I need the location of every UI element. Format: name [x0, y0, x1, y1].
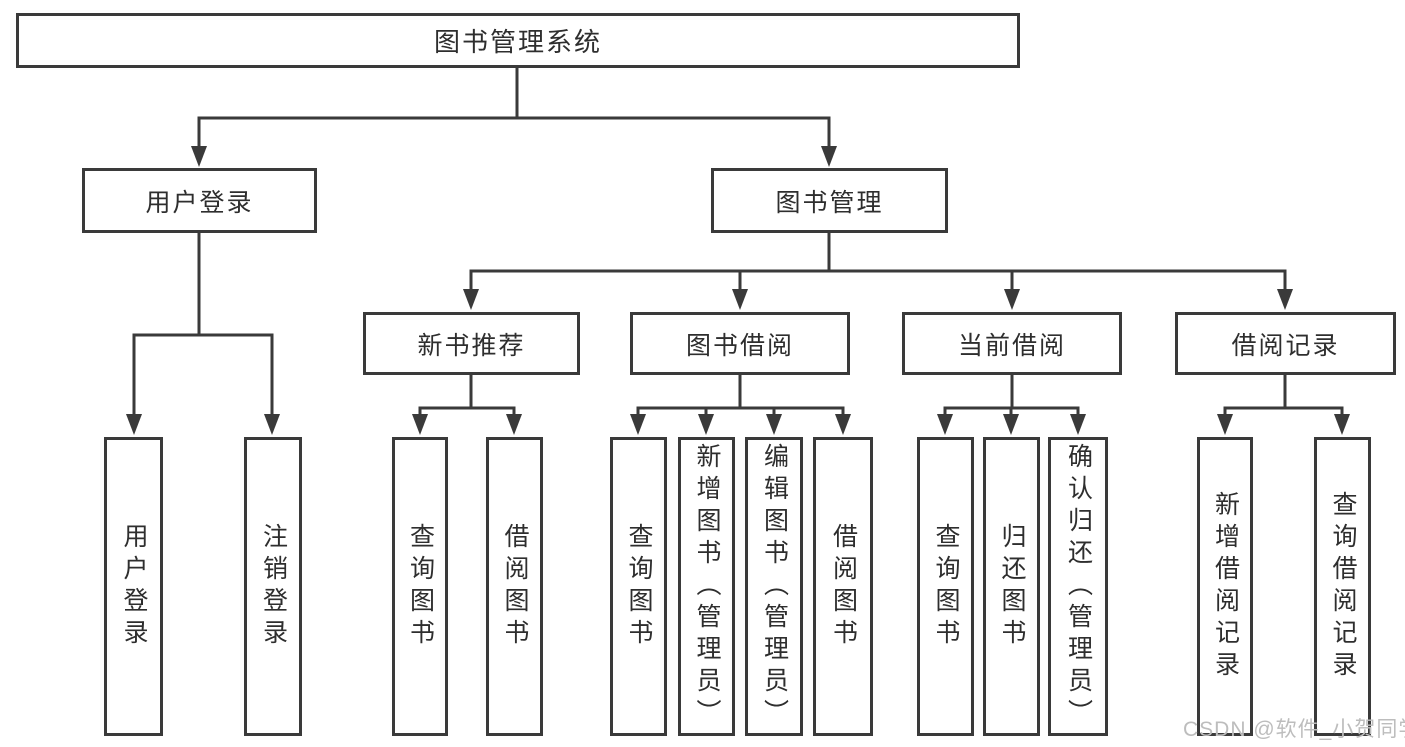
node-book-borrowing: 图书借阅 — [630, 312, 850, 375]
connector-book-management-to-level3 — [469, 231, 1287, 294]
node-label: 新书推荐 — [417, 331, 526, 360]
node-book-management: 图书管理 — [711, 168, 948, 233]
leaf-add-borrow-record: 新增借阅记录 — [1197, 437, 1253, 736]
node-label: 当前借阅 — [957, 331, 1066, 360]
node-label: 借阅图书 — [501, 522, 529, 651]
node-new-book-recommendation: 新书推荐 — [363, 312, 580, 375]
connector-user-login-to-leaves — [132, 231, 274, 419]
leaf-borrow-books: 借阅图书 — [486, 437, 543, 736]
leaf-borrow-books: 借阅图书 — [813, 437, 873, 736]
node-user-login: 用户登录 — [82, 168, 317, 233]
node-label: 借阅图书 — [829, 522, 858, 651]
node-label: 新增借阅记录 — [1211, 490, 1240, 683]
leaf-query-books: 查询图书 — [610, 437, 667, 736]
arrowhead — [821, 146, 837, 167]
node-label: 用户登录 — [145, 188, 254, 217]
arrowhead — [766, 414, 782, 435]
connector-borrowing-records-to-leaves — [1223, 373, 1344, 419]
leaf-user-login: 用户登录 — [104, 437, 163, 736]
csdn-watermark: CSDN @软件_小贺同学 — [1183, 718, 1405, 741]
arrowhead — [937, 414, 953, 435]
node-label: 新增图书（管理员） — [693, 442, 721, 731]
node-label: 借阅记录 — [1231, 331, 1340, 360]
connector-root-to-level2 — [197, 65, 831, 151]
node-borrowing-records: 借阅记录 — [1175, 312, 1396, 375]
leaf-query-books: 查询图书 — [392, 437, 448, 736]
node-label: 用户登录 — [120, 522, 148, 651]
arrowhead — [732, 289, 748, 310]
arrowhead — [1004, 289, 1020, 310]
arrowhead — [412, 414, 428, 435]
node-label: 注销登录 — [259, 522, 288, 651]
arrowhead — [191, 146, 207, 167]
node-library-management-system: 图书管理系统 — [16, 13, 1020, 68]
node-label: 编辑图书（管理员） — [760, 442, 789, 731]
leaf-query-borrow-record: 查询借阅记录 — [1314, 437, 1371, 736]
arrowhead — [1003, 414, 1019, 435]
arrowhead — [835, 414, 851, 435]
arrowhead — [1070, 414, 1086, 435]
arrowhead — [698, 414, 714, 435]
node-label: 查询图书 — [932, 522, 960, 651]
node-label: 图书管理系统 — [433, 27, 602, 57]
node-label: 查询图书 — [625, 522, 653, 651]
node-label: 查询图书 — [406, 522, 435, 651]
connector-new-book-to-leaves — [418, 373, 516, 419]
leaf-logout: 注销登录 — [244, 437, 302, 736]
arrowhead — [126, 414, 142, 435]
node-label: 图书管理 — [775, 188, 884, 217]
arrowhead — [463, 289, 479, 310]
node-current-borrowing: 当前借阅 — [902, 312, 1122, 375]
connector-book-borrowing-to-leaves — [636, 373, 845, 419]
leaf-return-books: 归还图书 — [983, 437, 1040, 736]
arrowhead — [1217, 414, 1233, 435]
leaf-edit-book-admin: 编辑图书（管理员） — [745, 437, 803, 736]
arrowhead — [264, 414, 280, 435]
node-label: 查询借阅记录 — [1329, 490, 1357, 683]
arrowhead — [506, 414, 522, 435]
node-label: 图书借阅 — [685, 331, 794, 360]
arrowhead — [1334, 414, 1350, 435]
connector-current-borrowing-to-leaves — [943, 373, 1080, 419]
arrowhead — [1277, 289, 1293, 310]
node-label: 归还图书 — [998, 522, 1026, 651]
leaf-confirm-return-admin: 确认归还（管理员） — [1048, 437, 1108, 736]
leaf-query-books: 查询图书 — [917, 437, 974, 736]
node-label: 确认归还（管理员） — [1064, 442, 1093, 731]
leaf-add-book-admin: 新增图书（管理员） — [678, 437, 735, 736]
arrowhead — [630, 414, 646, 435]
